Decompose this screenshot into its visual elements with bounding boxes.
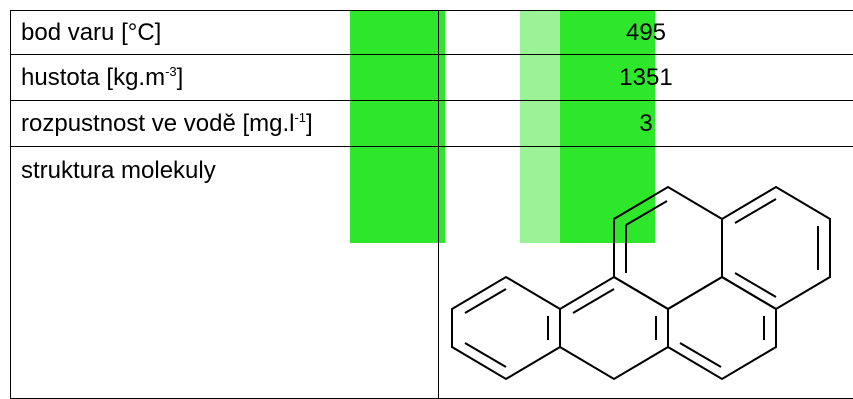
table-row-density: hustota [kg.m-3] 1351 xyxy=(10,54,853,100)
solubility-value: 3 xyxy=(639,109,653,137)
value-cell xyxy=(438,146,853,399)
watermark-bar-mid xyxy=(520,10,560,243)
structure-label: struktura molekuly xyxy=(21,157,216,184)
label-cell: hustota [kg.m-3] xyxy=(10,54,438,100)
properties-table: bod varu [°C] 495 hustota [kg.m-3] 1351 … xyxy=(10,10,853,399)
label-cell: rozpustnost ve vodě [mg.l-1] xyxy=(10,100,438,146)
value-cell: 1351 xyxy=(438,54,853,100)
value-cell: 495 xyxy=(438,10,853,54)
density-label: hustota [kg.m-3] xyxy=(21,63,184,91)
boiling-point-label: bod varu [°C] xyxy=(21,18,162,46)
boiling-point-value: 495 xyxy=(625,18,667,46)
table-row-structure: struktura molekuly xyxy=(10,146,853,399)
benzo-a-pyrene-structure-icon xyxy=(451,185,831,381)
label-cell: struktura molekuly xyxy=(10,146,438,399)
solubility-label: rozpustnost ve vodě [mg.l-1] xyxy=(21,109,313,137)
watermark-bar-left xyxy=(350,10,445,243)
label-cell: bod varu [°C] xyxy=(10,10,438,54)
table-row-boiling-point: bod varu [°C] 495 xyxy=(10,10,853,54)
value-cell: 3 xyxy=(438,100,853,146)
density-value: 1351 xyxy=(619,63,673,91)
table-row-solubility: rozpustnost ve vodě [mg.l-1] 3 xyxy=(10,100,853,146)
